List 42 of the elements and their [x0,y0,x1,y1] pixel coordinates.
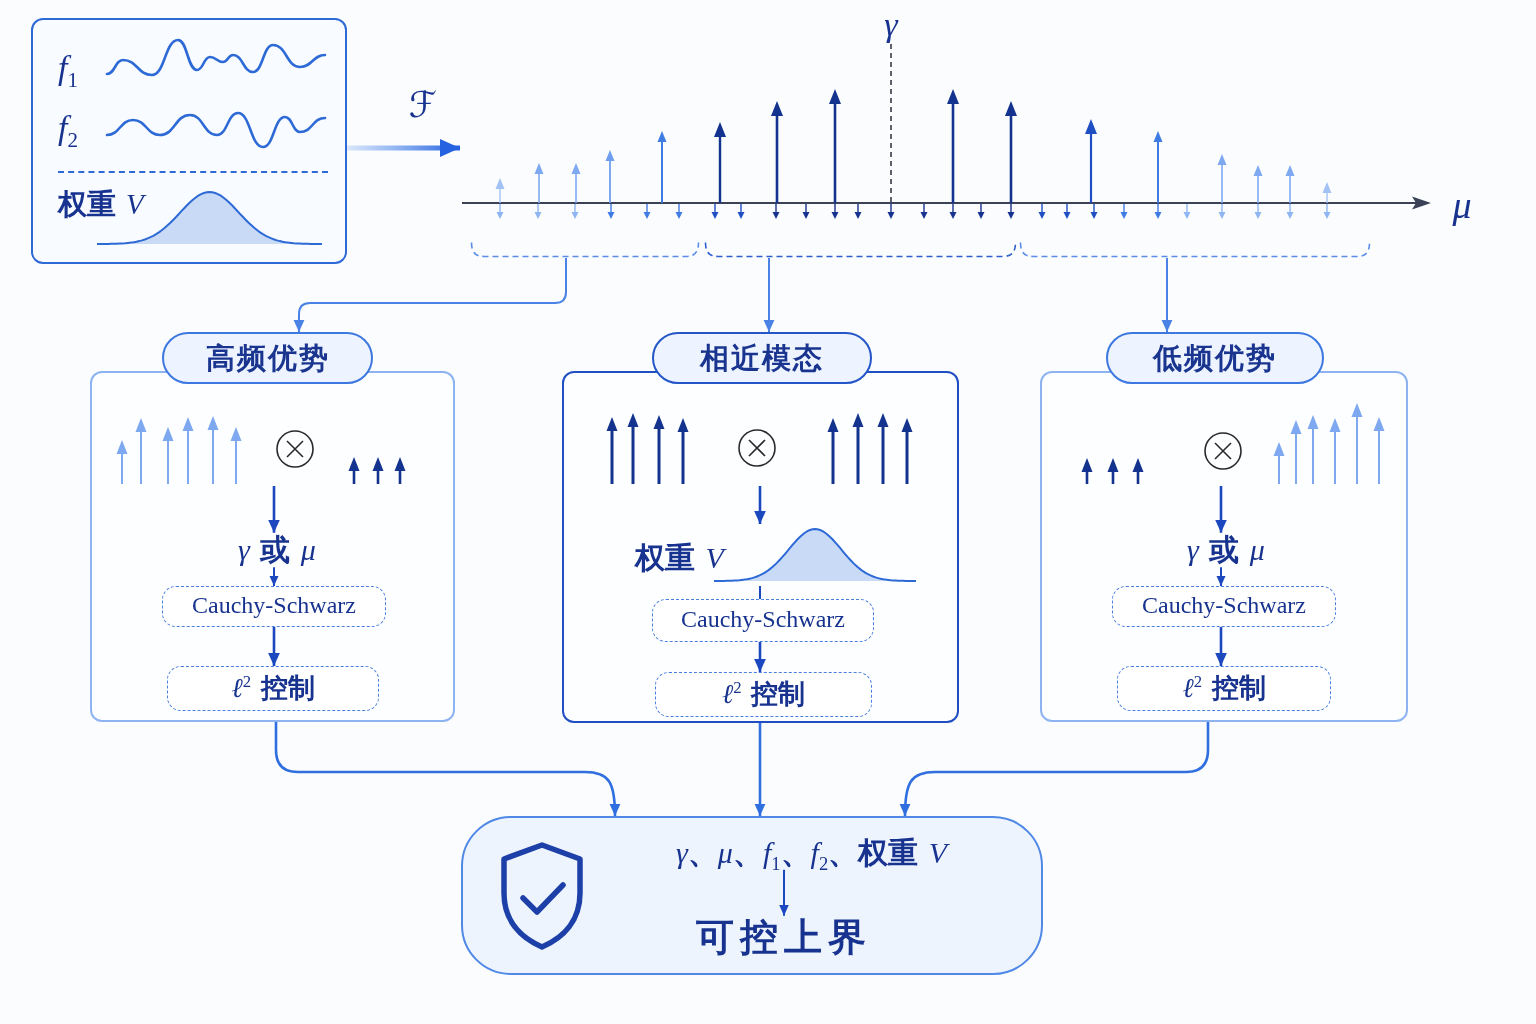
result-box [461,816,1043,975]
dashed-bracket [470,241,700,258]
arrow [1161,257,1173,333]
arrow [347,139,460,157]
arrow [754,723,766,816]
arrow [1215,627,1227,666]
formula-label: γ 或 μ [238,532,316,568]
edge-label: ℱ [408,84,438,126]
arrow [754,642,766,672]
step-box: ℓ$^{2}$ 控制 [1117,666,1331,711]
arrow [1215,486,1227,533]
group-panel [562,371,959,723]
heading-pill: 高频优势 [162,332,373,384]
connector-line [759,585,761,600]
result-heading: 可控上界 [695,915,872,960]
arrow [763,257,775,333]
arrow [754,486,766,524]
arrow [899,722,1210,817]
step-box: ℓ$^{2}$ 控制 [655,672,872,717]
arrow [274,722,621,817]
formula-label: f$_{2}$ [58,108,78,148]
axis-label: μ [1452,184,1472,228]
step-box: Cauchy-Schwarz [162,586,386,627]
arrow [779,868,789,917]
arrow [1216,566,1226,587]
arrow [268,627,280,666]
dashed-bracket [1019,241,1371,258]
arrow [268,486,280,533]
step-box: ℓ$^{2}$ 控制 [167,666,379,711]
group-panel [1040,371,1408,722]
arrow [269,566,279,587]
formula-label: f$_{1}$ [58,48,78,88]
heading-pill: 相近模态 [652,332,872,384]
step-box: Cauchy-Schwarz [1112,586,1336,627]
heading-pill: 低频优势 [1106,332,1324,384]
step-box: Cauchy-Schwarz [652,599,874,642]
group-panel [90,371,455,722]
input-box [31,18,347,264]
formula-label: γ 或 μ [1187,532,1265,568]
arrow [293,257,567,333]
dashed-bracket [704,241,1017,258]
line-label: γ [884,5,898,45]
